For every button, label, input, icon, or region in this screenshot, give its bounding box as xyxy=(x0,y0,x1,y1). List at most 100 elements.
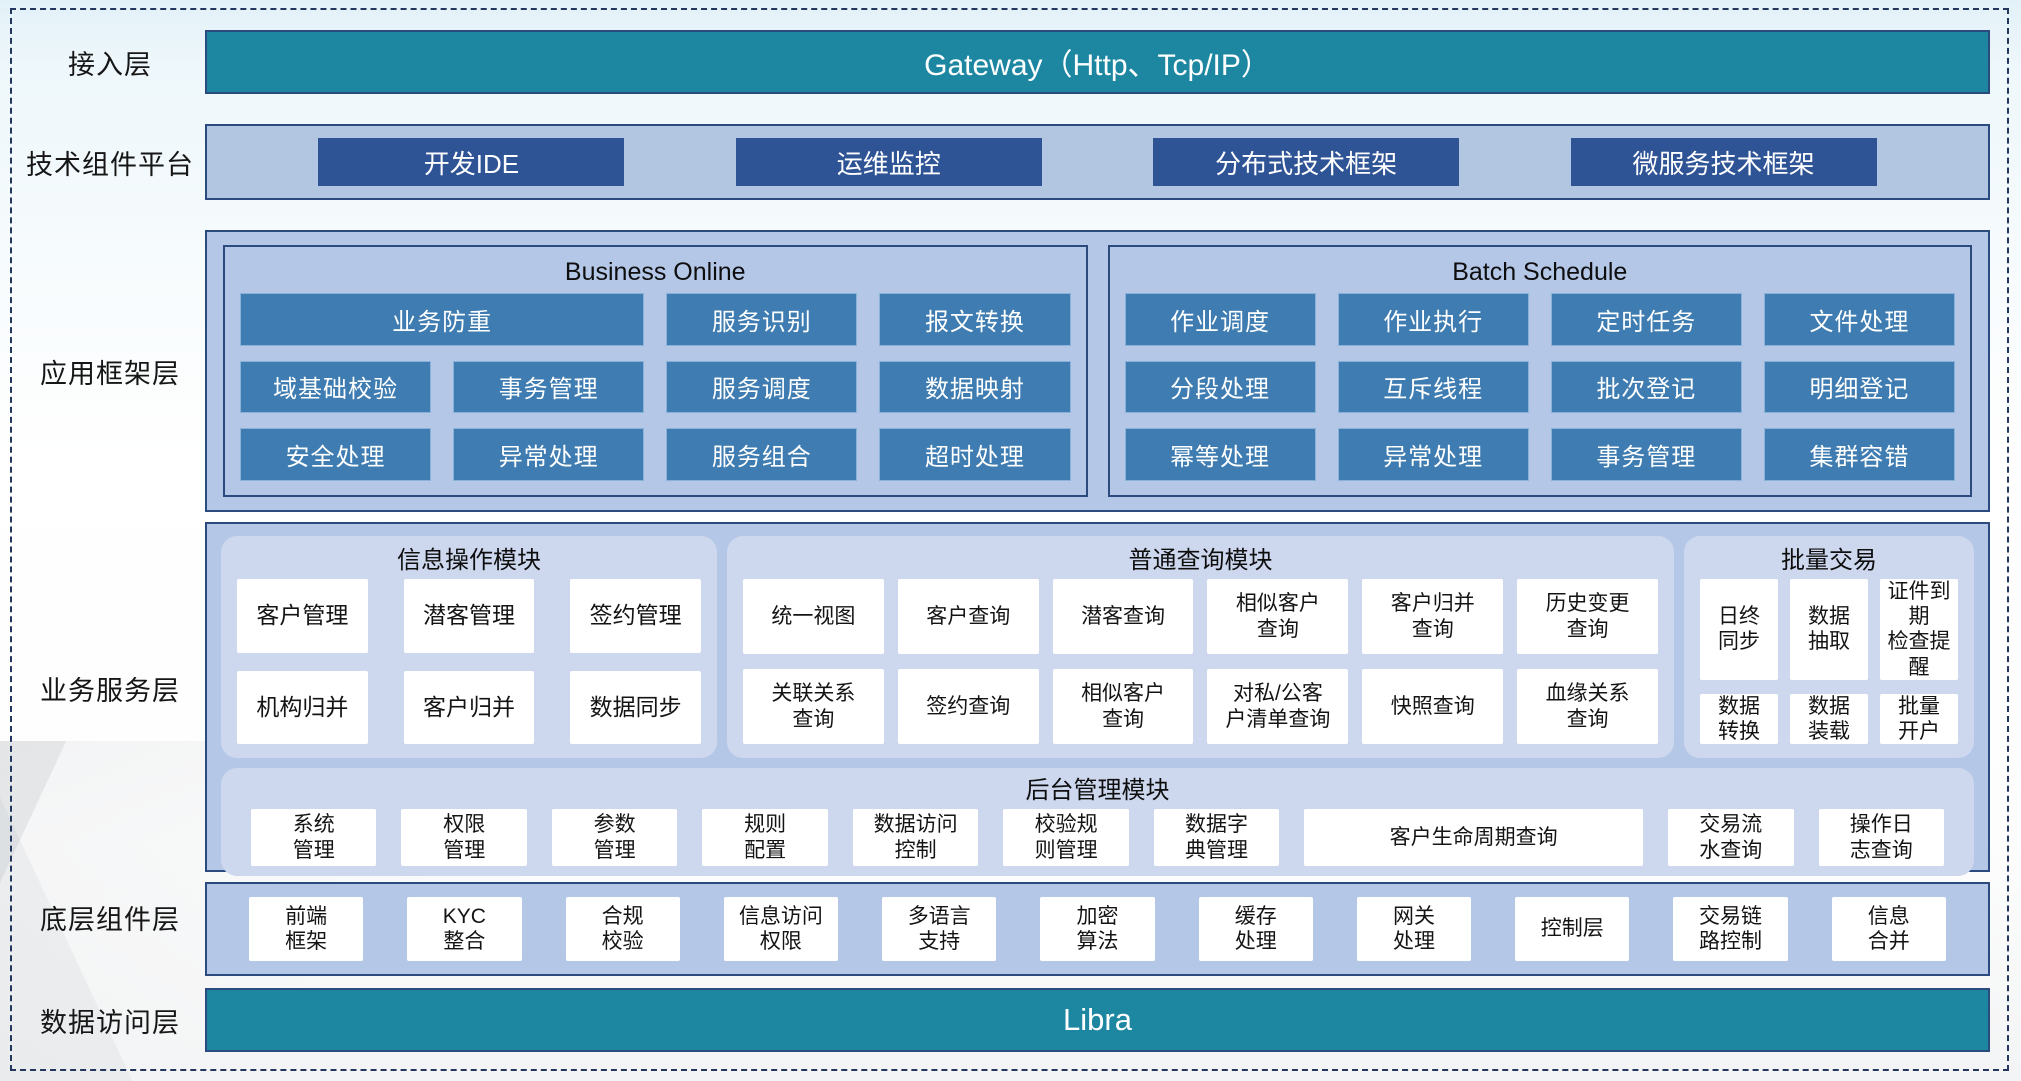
info-ops-item: 签约管理 xyxy=(570,579,701,653)
base-component-item: 信息 合并 xyxy=(1831,897,1946,961)
common-query-item: 客户查询 xyxy=(897,579,1039,655)
batch-schedule-item: 定时任务 xyxy=(1550,293,1742,346)
backoffice-item: 客户生命周期查询 xyxy=(1304,809,1644,867)
base-component-item: 前端 框架 xyxy=(249,897,364,961)
batch-schedule-item: 文件处理 xyxy=(1763,293,1955,346)
batch-schedule-item: 集群容错 xyxy=(1763,428,1955,481)
tech-platform-item: 微服务技术框架 xyxy=(1570,138,1877,186)
backoffice-item: 交易流 水查询 xyxy=(1668,809,1794,867)
backoffice-item: 数据字 典管理 xyxy=(1153,809,1280,867)
business-online-item: 超时处理 xyxy=(879,428,1071,481)
business-online-title: Business Online xyxy=(564,258,746,286)
backoffice-item: 操作日 志查询 xyxy=(1818,809,1944,867)
tech-platform-item: 运维监控 xyxy=(735,138,1042,186)
batch-trade-item: 批量 开户 xyxy=(1880,693,1958,745)
batch-trade-item: 数据 抽取 xyxy=(1790,579,1868,680)
gateway-bar: Gateway（Http、Tcp/IP） xyxy=(205,30,1990,94)
info-ops-item: 数据同步 xyxy=(570,670,701,745)
business-online-item: 异常处理 xyxy=(453,428,645,481)
batch-trade-title: 批量交易 xyxy=(1781,547,1877,574)
business-online-item: 安全处理 xyxy=(240,428,432,481)
backoffice-panel: 后台管理模块 系统 管理 权限 管理 参数 管理 规则 配置 数据访问 控制 校… xyxy=(221,768,1974,877)
base-component-item: 加密 算法 xyxy=(1040,897,1155,961)
label-access-layer: 接入层 xyxy=(68,49,152,80)
business-online-item: 报文转换 xyxy=(879,293,1071,346)
base-components-band: 前端 框架 KYC 整合 合规 校验 信息访问 权限 多语言 支持 加密 算法 … xyxy=(205,882,1990,976)
business-online-item: 域基础校验 xyxy=(240,360,432,414)
batch-schedule-item: 作业调度 xyxy=(1124,293,1316,346)
business-service-container: 信息操作模块 客户管理 潜客管理 签约管理 机构归并 客户归并 数据同步 普通查… xyxy=(205,522,1990,877)
batch-trade-item: 数据 转换 xyxy=(1700,693,1778,745)
info-ops-title: 信息操作模块 xyxy=(397,547,541,574)
info-ops-grid: 客户管理 潜客管理 签约管理 机构归并 客户归并 数据同步 xyxy=(237,579,701,745)
business-online-item: 服务识别 xyxy=(666,293,858,346)
business-online-item: 业务防重 xyxy=(240,293,645,346)
batch-schedule-panel: Batch Schedule 作业调度 作业执行 定时任务 文件处理 分段处理 … xyxy=(1107,245,1972,497)
batch-schedule-item: 互斥线程 xyxy=(1337,360,1529,414)
tech-platform-band: 开发IDE 运维监控 分布式技术框架 微服务技术框架 xyxy=(205,124,1990,200)
batch-schedule-item: 明细登记 xyxy=(1763,360,1955,414)
batch-schedule-title: Batch Schedule xyxy=(1452,258,1628,286)
common-query-item: 对私/公客 户清单查询 xyxy=(1207,669,1349,745)
common-query-item: 关联关系 查询 xyxy=(743,669,884,745)
backoffice-item: 系统 管理 xyxy=(251,809,377,867)
base-component-item: 控制层 xyxy=(1515,897,1630,961)
business-online-item: 数据映射 xyxy=(879,360,1071,414)
backoffice-item: 规则 配置 xyxy=(702,809,828,867)
label-tech-platform: 技术组件平台 xyxy=(26,149,194,180)
batch-schedule-grid: 作业调度 作业执行 定时任务 文件处理 分段处理 互斥线程 批次登记 明细登记 … xyxy=(1124,293,1955,481)
backoffice-item: 权限 管理 xyxy=(401,809,527,867)
business-online-item: 服务组合 xyxy=(666,428,858,481)
common-query-item: 血缘关系 查询 xyxy=(1517,669,1658,745)
info-ops-item: 机构归并 xyxy=(237,670,368,745)
common-query-item: 签约查询 xyxy=(897,669,1039,745)
common-query-grid: 统一视图 客户查询 潜客查询 相似客户 查询 客户归并 查询 历史变更 查询 关… xyxy=(743,579,1658,745)
batch-trade-item: 日终 同步 xyxy=(1700,579,1778,680)
business-online-panel: Business Online 业务防重 服务识别 报文转换 域基础校验 事务管… xyxy=(223,245,1088,497)
common-query-item: 相似客户 查询 xyxy=(1207,579,1349,655)
business-service-top-row: 信息操作模块 客户管理 潜客管理 签约管理 机构归并 客户归并 数据同步 普通查… xyxy=(221,536,1974,759)
backoffice-title: 后台管理模块 xyxy=(1025,777,1170,805)
batch-schedule-item: 事务管理 xyxy=(1550,428,1742,481)
info-ops-item: 潜客管理 xyxy=(403,579,535,653)
info-ops-item: 客户管理 xyxy=(237,579,368,653)
info-ops-item: 客户归并 xyxy=(403,670,535,745)
batch-trade-panel: 批量交易 日终 同步 数据 抽取 证件到期 检查提醒 数据 转换 数据 装载 批… xyxy=(1684,536,1974,759)
common-query-item: 客户归并 查询 xyxy=(1362,579,1504,655)
base-component-item: KYC 整合 xyxy=(407,897,522,961)
batch-schedule-item: 作业执行 xyxy=(1337,293,1529,346)
batch-schedule-item: 幂等处理 xyxy=(1124,428,1316,481)
backoffice-item: 数据访问 控制 xyxy=(852,809,979,867)
base-component-item: 合规 校验 xyxy=(565,897,680,961)
batch-schedule-item: 分段处理 xyxy=(1124,360,1316,414)
common-query-item: 潜客查询 xyxy=(1052,579,1194,655)
business-online-item: 服务调度 xyxy=(666,360,858,414)
common-query-panel: 普通查询模块 统一视图 客户查询 潜客查询 相似客户 查询 客户归并 查询 历史… xyxy=(727,536,1674,759)
batch-trade-item: 数据 装载 xyxy=(1790,693,1868,745)
common-query-item: 相似客户 查询 xyxy=(1052,669,1194,745)
label-business-service-layer: 业务服务层 xyxy=(40,675,180,706)
libra-bar: Libra xyxy=(205,988,1990,1052)
tech-platform-item: 开发IDE xyxy=(318,138,625,186)
app-framework-container: Business Online 业务防重 服务识别 报文转换 域基础校验 事务管… xyxy=(205,230,1990,512)
batch-schedule-item: 异常处理 xyxy=(1337,428,1529,481)
base-component-item: 缓存 处理 xyxy=(1198,897,1313,961)
label-base-components-layer: 底层组件层 xyxy=(40,904,180,935)
common-query-item: 统一视图 xyxy=(743,579,884,655)
common-query-item: 快照查询 xyxy=(1362,669,1504,745)
batch-schedule-item: 批次登记 xyxy=(1550,360,1742,414)
info-ops-panel: 信息操作模块 客户管理 潜客管理 签约管理 机构归并 客户归并 数据同步 xyxy=(221,536,717,759)
business-online-item: 事务管理 xyxy=(453,360,645,414)
base-component-item: 多语言 支持 xyxy=(882,897,997,961)
label-data-access-layer: 数据访问层 xyxy=(40,1007,180,1038)
backoffice-item: 校验规 则管理 xyxy=(1003,809,1129,867)
tech-platform-item: 分布式技术框架 xyxy=(1153,138,1460,186)
business-online-grid: 业务防重 服务识别 报文转换 域基础校验 事务管理 服务调度 数据映射 安全处理… xyxy=(240,293,1071,481)
common-query-item: 历史变更 查询 xyxy=(1517,579,1658,655)
base-component-item: 交易链 路控制 xyxy=(1673,897,1788,961)
batch-trade-grid: 日终 同步 数据 抽取 证件到期 检查提醒 数据 转换 数据 装载 批量 开户 xyxy=(1700,579,1958,745)
common-query-title: 普通查询模块 xyxy=(1128,547,1273,574)
base-component-item: 信息访问 权限 xyxy=(723,897,839,961)
batch-trade-item: 证件到期 检查提醒 xyxy=(1880,579,1958,680)
